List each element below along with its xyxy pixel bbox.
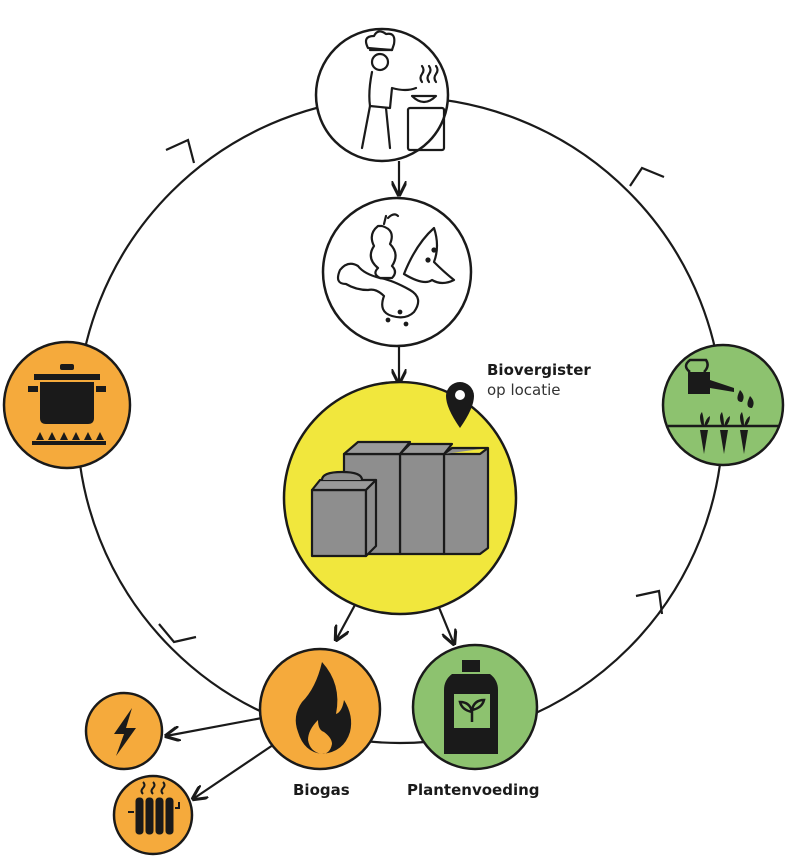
location-pin-dot bbox=[455, 390, 465, 400]
electricity-node bbox=[84, 691, 164, 771]
radiator-icon bbox=[128, 781, 180, 835]
arrow-biogas-to-electricity bbox=[166, 716, 263, 736]
heating-node bbox=[112, 774, 194, 856]
plant-food-label: Plantenvoeding bbox=[407, 781, 540, 799]
arrow-biogas-to-heating bbox=[193, 744, 274, 799]
cycle-arrow-upper-left bbox=[165, 138, 196, 164]
digester-subtitle-label: op locatie bbox=[487, 381, 561, 399]
location-pin-icon bbox=[446, 382, 474, 428]
cooking-pot-icon bbox=[28, 364, 106, 445]
fertilizer-bottle-icon bbox=[444, 660, 498, 754]
biogas-node bbox=[258, 647, 382, 771]
cooking-node bbox=[2, 340, 132, 470]
watering-node bbox=[661, 343, 785, 467]
digester-tanks-icon bbox=[310, 440, 490, 558]
plant-food-node bbox=[411, 643, 539, 771]
arrow-digester-to-biogas bbox=[336, 602, 357, 640]
chef-node bbox=[314, 27, 450, 163]
chef-cooking-icon bbox=[360, 30, 446, 152]
cycle-arrow-upper-right bbox=[629, 166, 665, 187]
cycle-arrow-lower-left bbox=[158, 623, 197, 644]
lightning-icon bbox=[114, 708, 136, 756]
cycle-arrow-lower-right bbox=[635, 589, 664, 615]
watering-carrots-icon bbox=[668, 358, 780, 454]
flame-icon bbox=[295, 662, 352, 754]
food-waste-node bbox=[321, 196, 473, 348]
food-waste-icon bbox=[336, 213, 456, 327]
digester-title-label: Biovergister bbox=[487, 361, 591, 379]
arrow-digester-to-plantfood bbox=[436, 604, 454, 644]
digester-node bbox=[282, 380, 518, 616]
biogas-label: Biogas bbox=[293, 781, 350, 799]
